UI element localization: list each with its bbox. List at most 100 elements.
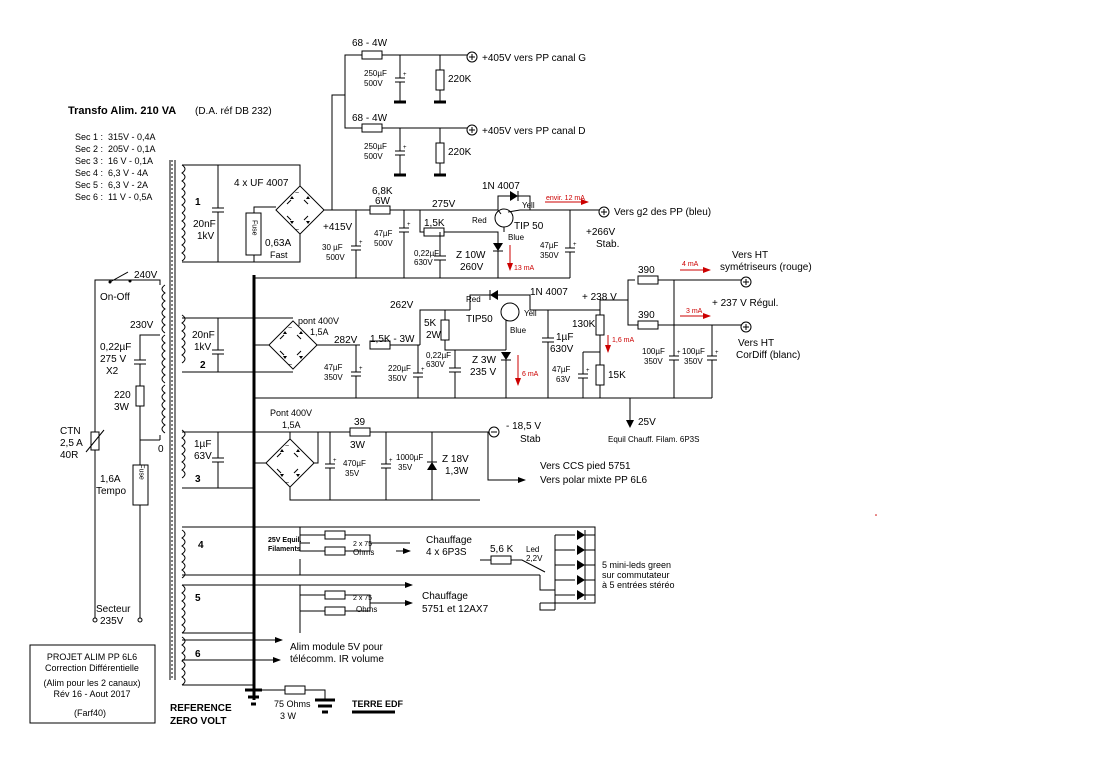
led-array — [577, 530, 595, 600]
terre-edf-label: TERRE EDF — [352, 699, 404, 709]
v240-label: 240V — [134, 270, 158, 281]
sec3-cap-voltage: 63V — [194, 451, 212, 462]
sec1-fuse-value: 0,63A — [265, 238, 291, 249]
sec4-equil1: 25V Equil. — [268, 537, 302, 544]
on-off-label: On-Off — [100, 292, 130, 303]
r39-value: 39 — [354, 417, 366, 428]
r390b-resistor-icon — [637, 320, 659, 330]
sec1-value: 315V - 0,4A — [108, 132, 156, 142]
c100a-cap-icon — [668, 347, 682, 369]
r220-resistor-icon — [135, 385, 145, 407]
tip50-label: TIP 50 — [514, 221, 544, 232]
sec6-number: 6 — [195, 649, 201, 660]
sec2-bridge-current: 1,5A — [310, 327, 329, 337]
r130k-resistor-icon — [595, 314, 605, 336]
sec1-30uf-voltage: 500V — [326, 253, 345, 262]
led5-icon — [577, 590, 585, 600]
sec2-number: 2 — [200, 360, 206, 371]
sec4-r75a-icon — [324, 530, 346, 540]
z3w-voltage: 235 V — [470, 367, 496, 378]
v237-label: + 237 V Régul. — [712, 298, 778, 309]
project-line4: Rév 16 - Aout 2017 — [53, 689, 130, 699]
sec6-label1: Alim module 5V pour — [290, 642, 383, 653]
polar-label: Vers polar mixte PP 6L6 — [540, 475, 648, 486]
v282-label: 282V — [334, 335, 358, 346]
sec1-snubber-value: 20nF — [193, 219, 216, 230]
i12-annotation: envir. 12 mA — [546, 195, 585, 202]
sec2-1uf-voltage: 630V — [550, 344, 574, 355]
x2-cap-class: X2 — [106, 366, 119, 377]
g2-output-label: Vers g2 des PP (bleu) — [614, 207, 711, 218]
led-label: Led — [526, 545, 539, 554]
ht-sym-label2: symétriseurs (rouge) — [720, 262, 812, 273]
earth-res-ohms: 75 Ohms — [274, 699, 311, 709]
sec2-022-voltage: 630V — [426, 360, 445, 369]
sec1-fuse-type: Fast — [270, 250, 288, 260]
out-g-label: +405V vers PP canal G — [482, 53, 586, 64]
c250-g-value: 250µF — [364, 69, 387, 78]
sec2-220uf-cap-icon — [412, 364, 426, 386]
sec3-bridge-label: Pont 400V — [270, 408, 312, 418]
sec2-022-value: 0,22µF — [426, 351, 451, 360]
r68k-watts: 6W — [375, 196, 391, 207]
sec6-circuit: Alim module 5V pour télécomm. IR volume — [182, 637, 384, 686]
r220k-g-resistor-icon — [435, 69, 445, 91]
x2-cap-value: 0,22µF — [100, 342, 131, 353]
sec5-coil-icon — [181, 584, 186, 634]
sec2-label: Sec 2 : — [75, 144, 103, 154]
r220-watts: 3W — [114, 402, 130, 413]
reference-rail: 75 Ohms 3 W TERRE EDF REFERENCE ZERO VOL… — [170, 275, 404, 727]
d1n4007-label: 1N 4007 — [482, 181, 520, 192]
header-title: Transfo Alim. 210 VA (D.A. réf DB 232) — [68, 105, 272, 117]
c470-voltage: 35V — [345, 469, 360, 478]
c1000-value: 1000µF — [396, 453, 423, 462]
i4-annotation: 4 mA — [682, 261, 699, 268]
r15k-value: 15K — [608, 370, 626, 381]
sec1-30uf-cap-icon — [350, 237, 364, 259]
r390a-value: 390 — [638, 265, 655, 276]
r5k-resistor-icon — [440, 319, 450, 341]
primary-coil-icon — [161, 284, 166, 334]
v25-label: 25V — [638, 417, 656, 428]
sec5-number: 5 — [195, 593, 201, 604]
sec1-022-voltage: 630V — [414, 258, 433, 267]
tip50b-blue: Blue — [510, 326, 527, 335]
d1n4007-icon — [510, 191, 518, 201]
ctn-label: CTN — [60, 426, 81, 437]
sec1-snubber-voltage: 1kV — [197, 231, 215, 242]
r68k-value: 6,8K — [372, 186, 393, 197]
r68-g-resistor-icon — [361, 50, 383, 60]
ccs-label: Vers CCS pied 5751 — [540, 461, 631, 472]
sec3-cap-icon — [211, 447, 225, 473]
ht-cordiff-label2: CorDiff (blanc) — [736, 350, 800, 361]
sec1-bridge-icon — [275, 185, 325, 235]
c250-d-cap-icon — [394, 142, 408, 164]
sec2-circuit: 20nF 1kV pont 400V 1,5A 282V 47µF 350V 1… — [182, 250, 812, 444]
leds-label1: 5 mini-leds green — [602, 560, 671, 570]
zero-volt-label: ZERO VOLT — [170, 716, 226, 727]
r15k3w-value: 1,5K - 3W — [370, 334, 415, 345]
project-line3: (Alim pour les 2 canaux) — [43, 678, 140, 688]
z10w-value: Z 10W — [456, 250, 486, 261]
sec2-220uf-value: 220µF — [388, 364, 411, 373]
r5k-watts: 2W — [426, 330, 442, 341]
r56k-value: 5,6 K — [490, 544, 514, 555]
sec1-coil2-icon — [181, 212, 186, 262]
sec1-30uf-value: 30 µF — [322, 243, 343, 252]
transformer-ref: (D.A. réf DB 232) — [195, 106, 272, 117]
sec4-circuit: 25V Equil. Filaments 2 x 75 Ohms Chauffa… — [182, 526, 675, 611]
r220k-g-value: 220K — [448, 74, 472, 85]
sec2-47uf-value: 47µF — [324, 363, 343, 372]
v415-label: +415V — [323, 222, 353, 233]
ctn-resistance: 40R — [60, 450, 78, 461]
project-line2: Correction Différentielle — [45, 663, 139, 673]
sec2-47uf-cap-icon — [350, 363, 364, 385]
sec1-number: 1 — [195, 197, 201, 208]
secondary-list: Sec 1 : 315V - 0,4A Sec 2 : 205V - 0,1A … — [75, 132, 156, 202]
sec2-snubber-cap-icon — [211, 339, 225, 365]
r15k-resistor-icon — [423, 227, 445, 237]
z3w-zener-icon — [501, 352, 511, 360]
sec3-value: 16 V - 0,1A — [108, 156, 153, 166]
c470-cap-icon — [324, 455, 338, 477]
